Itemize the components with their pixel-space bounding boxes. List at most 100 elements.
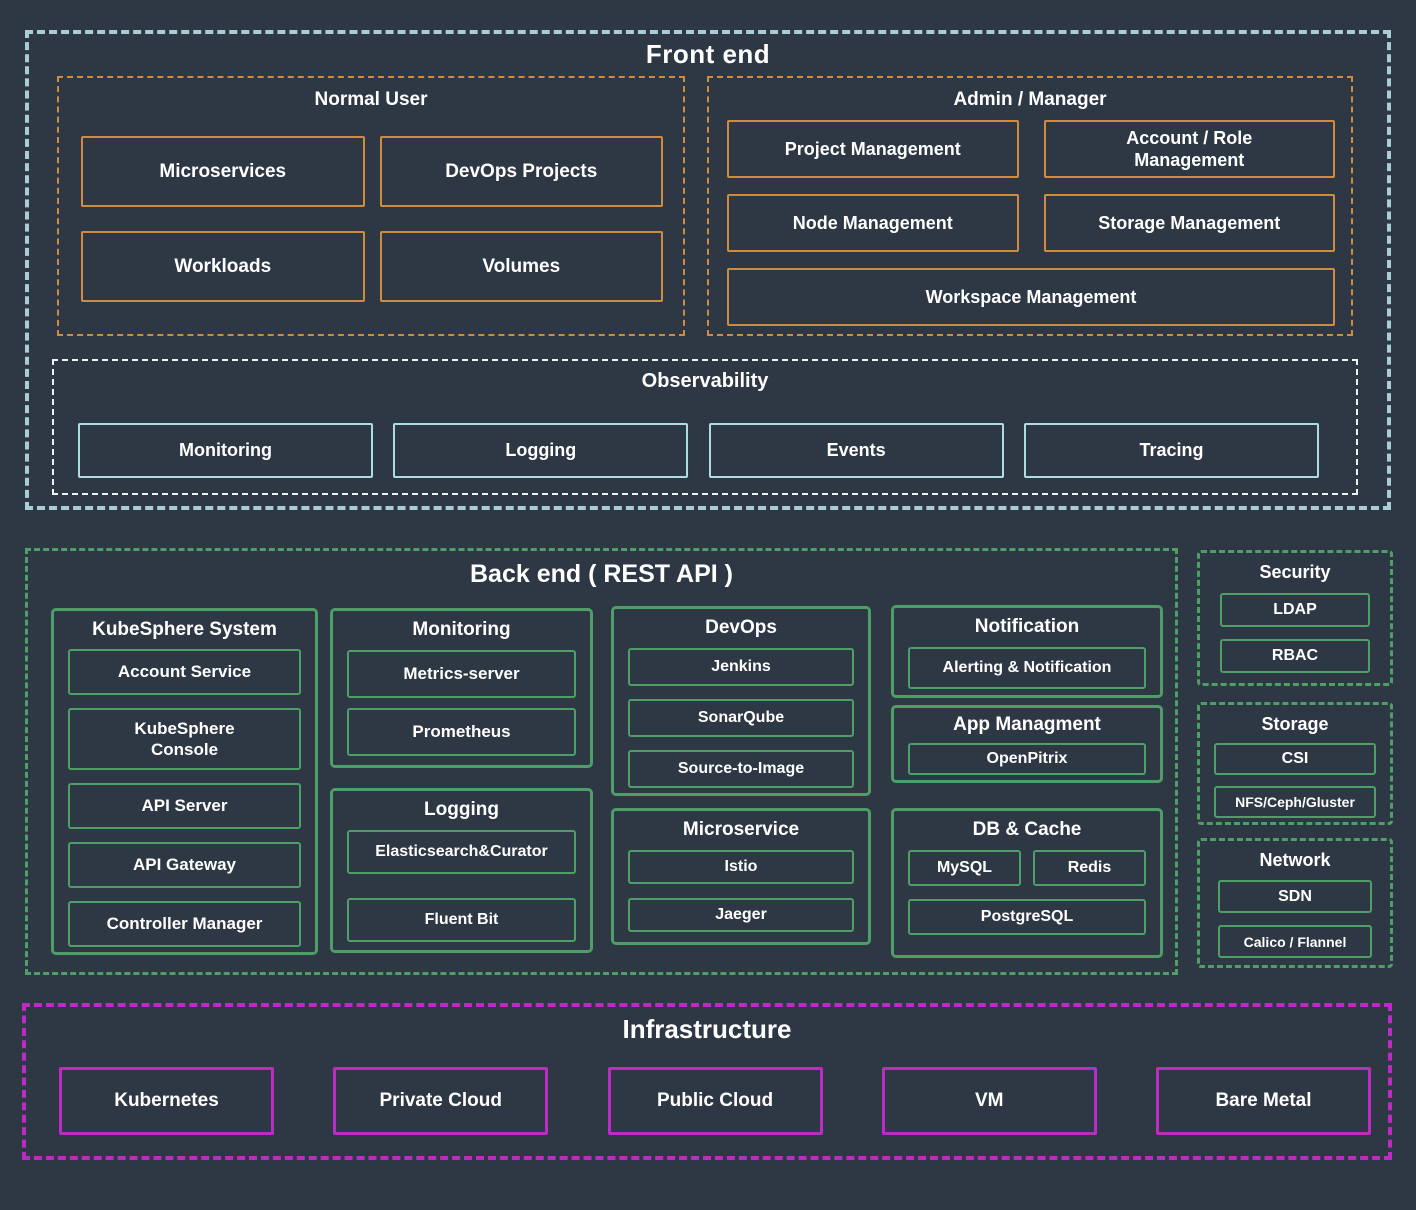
node-metrics-server: Metrics-server (347, 650, 576, 698)
node-openpitrix: OpenPitrix (908, 743, 1146, 775)
group-storage: Storage CSI NFS/Ceph/Gluster (1197, 702, 1393, 825)
db-row: MySQL Redis (908, 850, 1146, 886)
normal-user-group: Normal User Microservices DevOps Project… (57, 76, 685, 336)
back-end-section: Back end ( REST API ) KubeSphere System … (25, 548, 1178, 975)
observability-group: Observability Monitoring Logging Events … (52, 359, 1358, 495)
node-label: Elasticsearch&Curator (375, 843, 548, 860)
infrastructure-title: Infrastructure (622, 1014, 792, 1044)
node-public-cloud: Public Cloud (607, 1067, 823, 1135)
node-ldap: LDAP (1220, 593, 1370, 627)
node-api-server: API Server (68, 783, 301, 829)
group-title: Logging (424, 799, 499, 820)
node-label: CSI (1281, 750, 1309, 767)
node-label: Kubernetes (114, 1090, 219, 1111)
node-label: Prometheus (412, 722, 511, 742)
node-label: Logging (505, 440, 577, 460)
group-items: Istio Jaeger (614, 841, 868, 932)
node-label: Jaeger (715, 906, 767, 923)
node-label: Events (826, 440, 886, 460)
group-network: Network SDN Calico / Flannel (1197, 838, 1393, 968)
group-title: DB & Cache (972, 819, 1082, 840)
group-items: Metrics-server Prometheus (333, 641, 590, 756)
node-label: Public Cloud (656, 1090, 774, 1111)
node-label: Microservices (159, 160, 287, 182)
node-istio: Istio (628, 850, 854, 884)
group-security: Security LDAP RBAC (1197, 550, 1393, 686)
node-label: Metrics-server (403, 664, 520, 684)
node-jaeger: Jaeger (628, 898, 854, 932)
front-end-section: Front end Normal User Microservices DevO… (25, 30, 1391, 510)
node-events: Events (708, 423, 1004, 478)
group-notification: Notification Alerting & Notification (891, 605, 1163, 698)
group-items: MySQL Redis PostgreSQL (894, 841, 1160, 935)
node-label: Jenkins (711, 658, 771, 675)
group-title: Monitoring (412, 619, 511, 640)
node-rbac: RBAC (1220, 639, 1370, 673)
admin-manager-grid: Project Management Account / Role Manage… (727, 120, 1335, 326)
node-label: Redis (1067, 859, 1112, 876)
node-csi: CSI (1214, 743, 1376, 775)
node-account-service: Account Service (68, 649, 301, 695)
node-logging: Logging (393, 423, 689, 478)
group-items: OpenPitrix (894, 736, 1160, 775)
group-title: Security (1259, 562, 1331, 582)
admin-manager-title: Admin / Manager (953, 89, 1107, 110)
infrastructure-row: Kubernetes Private Cloud Public Cloud VM… (59, 1067, 1371, 1135)
node-label: SDN (1278, 887, 1312, 905)
node-label: Alerting & Notification (942, 659, 1112, 676)
node-tracing: Tracing (1023, 423, 1319, 478)
node-label: Fluent Bit (424, 911, 499, 928)
observability-row: Monitoring Logging Events Tracing (78, 423, 1319, 478)
back-end-title: Back end ( REST API ) (469, 560, 733, 588)
infrastructure-section: Infrastructure Kubernetes Private Cloud … (22, 1003, 1392, 1160)
node-label: Controller Manager (106, 914, 263, 934)
node-label: VM (975, 1090, 1004, 1111)
group-devops: DevOps Jenkins SonarQube Source-to-Image (611, 606, 871, 796)
node-monitoring: Monitoring (78, 423, 373, 478)
node-account-role-management: Account / Role Management (1043, 120, 1335, 178)
node-label: Calico / Flannel (1243, 933, 1347, 950)
node-label: Istio (724, 858, 758, 875)
node-label: Monitoring (179, 440, 272, 460)
node-controller-manager: Controller Manager (68, 901, 301, 947)
group-logging: Logging Elasticsearch&Curator Fluent Bit (330, 788, 593, 953)
node-sdn: SDN (1218, 880, 1372, 913)
node-label: Storage Management (1098, 212, 1281, 233)
node-prometheus: Prometheus (347, 708, 576, 756)
node-private-cloud: Private Cloud (333, 1067, 549, 1135)
node-label: SonarQube (697, 709, 785, 726)
node-label: API Server (141, 796, 228, 816)
group-title: Microservice (682, 819, 800, 840)
group-title: DevOps (705, 617, 777, 638)
group-title: KubeSphere System (92, 619, 277, 640)
node-workloads: Workloads (81, 231, 365, 302)
node-fluent-bit: Fluent Bit (347, 898, 576, 942)
node-label: Project Management (784, 138, 961, 159)
group-title: Network (1259, 850, 1331, 870)
node-jenkins: Jenkins (628, 648, 854, 686)
node-node-management: Node Management (727, 194, 1019, 252)
group-kubesphere-system: KubeSphere System Account Service KubeSp… (51, 608, 318, 955)
node-label: OpenPitrix (986, 750, 1068, 767)
node-nfs-ceph-gluster: NFS/Ceph/Gluster (1214, 786, 1376, 818)
group-items: Jenkins SonarQube Source-to-Image (614, 639, 868, 788)
node-project-management: Project Management (727, 120, 1019, 178)
node-mysql: MySQL (908, 850, 1021, 886)
node-label: API Gateway (133, 855, 236, 875)
group-items: Alerting & Notification (894, 638, 1160, 689)
node-bare-metal: Bare Metal (1156, 1067, 1371, 1135)
node-api-gateway: API Gateway (68, 842, 301, 888)
node-label: Private Cloud (379, 1090, 502, 1111)
node-microservices: Microservices (81, 136, 365, 207)
node-label: Volumes (482, 255, 561, 277)
node-label: Account Service (117, 662, 252, 682)
group-items: Elasticsearch&Curator Fluent Bit (333, 821, 590, 942)
node-kubesphere-console: KubeSphere Console (68, 708, 301, 770)
node-alerting-notification: Alerting & Notification (908, 647, 1146, 689)
group-title: Storage (1261, 714, 1329, 734)
group-title: App Managment (953, 714, 1101, 735)
node-label: NFS/Ceph/Gluster (1235, 794, 1355, 810)
node-storage-management: Storage Management (1043, 194, 1335, 252)
node-label: LDAP (1273, 601, 1317, 618)
group-monitoring: Monitoring Metrics-server Prometheus (330, 608, 593, 768)
